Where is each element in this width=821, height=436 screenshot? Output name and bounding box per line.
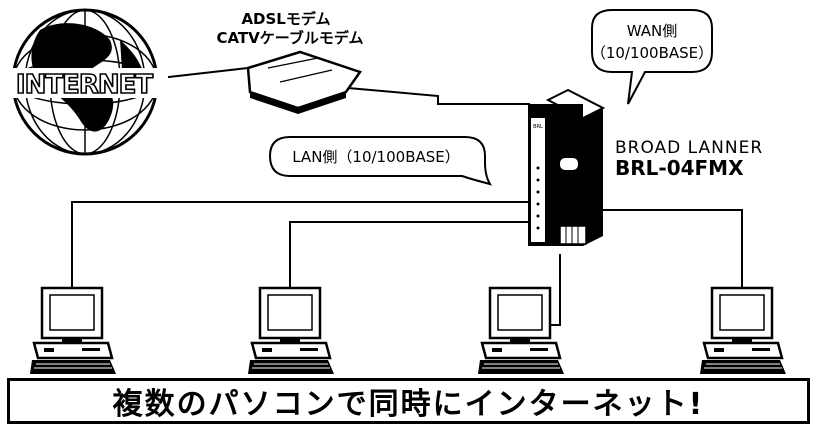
modem-icon (246, 50, 362, 114)
lan-bubble-text: LAN側（10/100BASE） (292, 148, 460, 166)
router-model: BRL-04FMX (615, 156, 744, 180)
router-icon: BRL (528, 88, 606, 246)
modem-label-catv: CATVケーブルモデム (216, 29, 363, 47)
globe-icon: INTERNET (0, 8, 168, 156)
modem-label-adsl: ADSLモデム (241, 10, 330, 28)
router-name: BROAD LANNER (615, 138, 763, 158)
wan-bubble-line1: WAN側 (627, 22, 678, 40)
wan-bubble: WAN側 （10/100BASE） (591, 9, 713, 105)
internet-label: INTERNET (16, 70, 153, 100)
computer-icon (28, 286, 118, 376)
headline-banner: 複数のパソコンで同時にインターネット! (7, 378, 810, 424)
wan-bubble-line2: （10/100BASE） (591, 44, 713, 62)
computer-icon (476, 286, 566, 376)
computer-icon (246, 286, 336, 376)
lan-bubble: LAN側（10/100BASE） (268, 136, 493, 186)
headline-text: 複数のパソコンで同時にインターネット! (112, 387, 705, 422)
network-cables (71, 67, 743, 326)
router-front-label: BRL (533, 124, 543, 130)
computer-icon (698, 286, 788, 376)
